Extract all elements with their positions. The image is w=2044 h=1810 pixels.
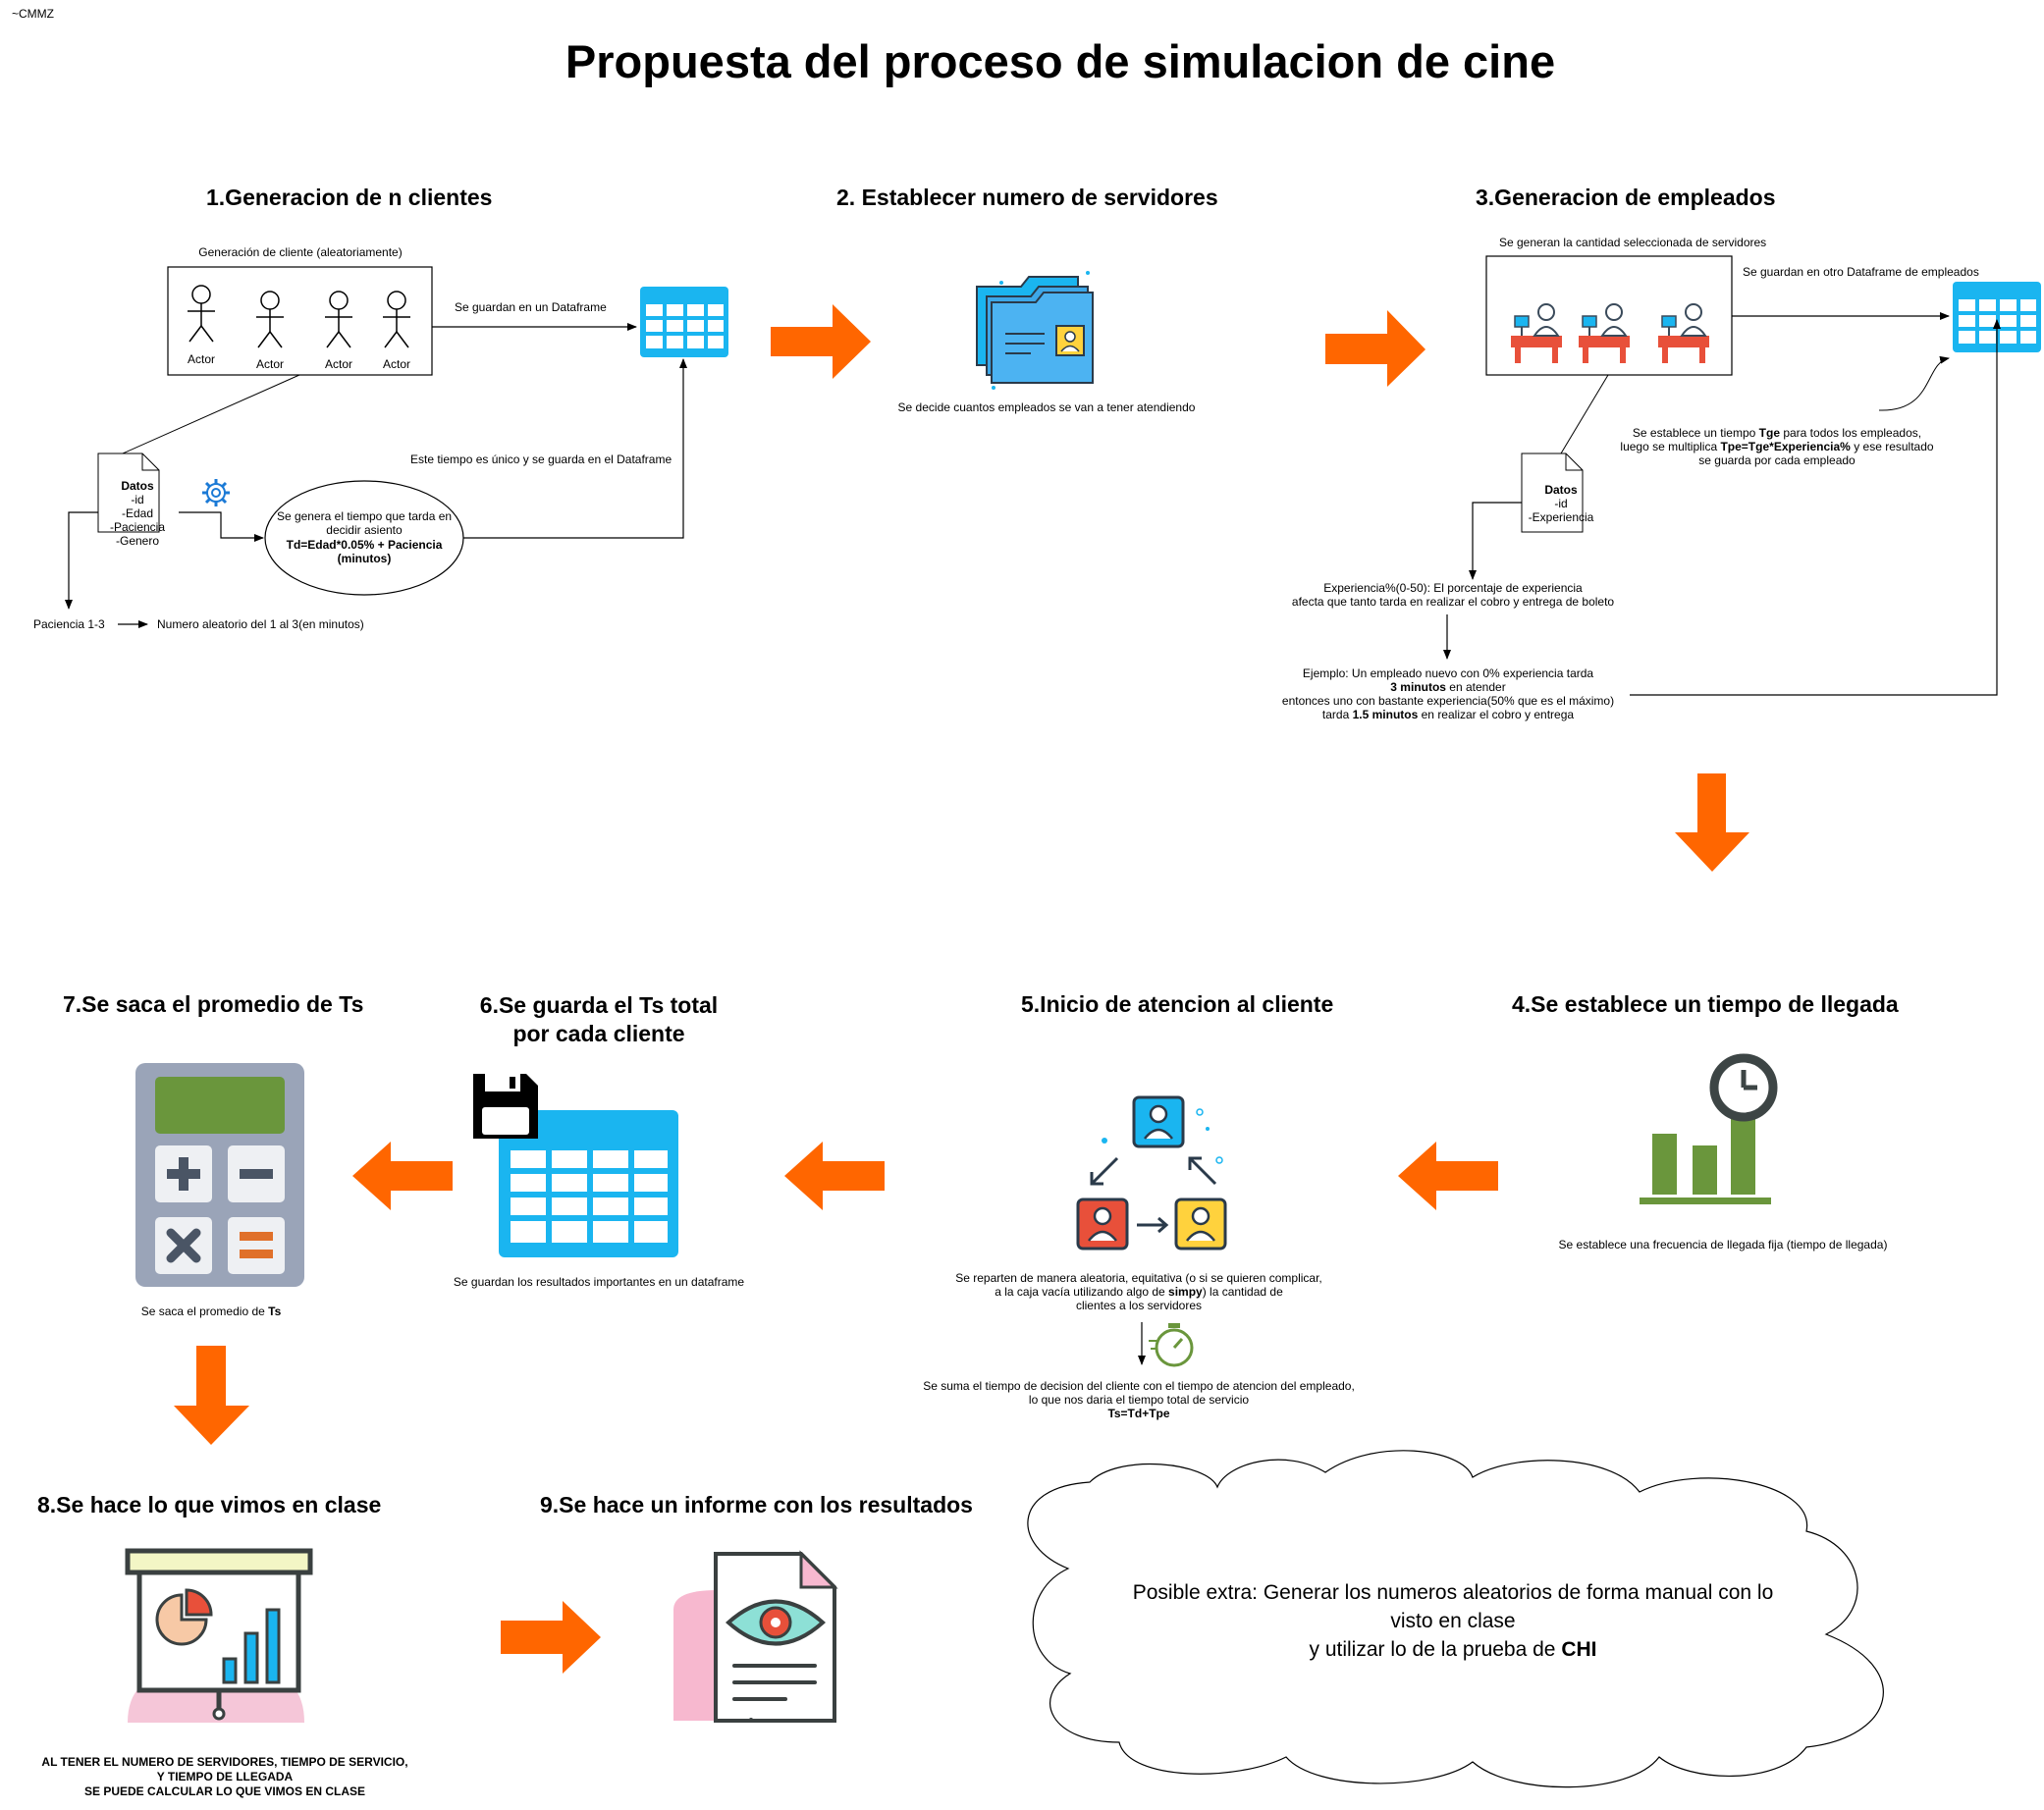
ellipse-text: Se genera el tiempo que tarda en decidir… <box>276 509 453 537</box>
client-assignment-icon <box>1076 1095 1227 1251</box>
step9-heading: 9.Se hace un informe con los resultados <box>540 1492 973 1517</box>
ellipse-formula: Td=Edad*0.05% + Paciencia (minutos) <box>286 538 443 565</box>
step5-ts-caption: Se suma el tiempo de decision del client… <box>923 1379 1355 1420</box>
datos-title-1: Datos <box>121 479 154 493</box>
experience-text: Experiencia%(0-50): El porcentaje de exp… <box>1291 581 1615 609</box>
actor-label-4: Actor <box>382 357 410 371</box>
save-table-icon <box>473 1074 678 1257</box>
step6-heading: 6.Se guarda el Ts total por cada cliente <box>479 992 719 1046</box>
orange-arrows <box>174 304 1749 1674</box>
time-note: Este tiempo es único y se guarda en el D… <box>410 452 672 466</box>
folders-icon <box>976 271 1094 390</box>
page-title: Propuesta del proceso de simulacion de c… <box>565 35 1556 87</box>
presentation-board-icon <box>125 1548 313 1723</box>
arrival-chart-icon <box>1640 1053 1778 1204</box>
step8-heading: 8.Se hace lo que vimos en clase <box>37 1492 382 1517</box>
actor-label-2: Actor <box>255 357 284 371</box>
step1-box-label: Generación de cliente (aleatoriamente) <box>198 245 403 259</box>
step4-heading: 4.Se establece un tiempo de llegada <box>1512 991 1899 1017</box>
step7-heading: 7.Se saca el promedio de Ts <box>63 991 364 1017</box>
datos-title-2: Datos <box>1544 483 1578 497</box>
datos-fields-2: -id -Experiencia <box>1528 497 1594 524</box>
extra-cloud-shape <box>1027 1450 1884 1788</box>
step2-caption: Se decide cuantos empleados se van a ten… <box>897 400 1196 414</box>
cloud-text: Posible extra: Generar los numeros aleat… <box>1132 1581 1774 1661</box>
tge-note: Se establece un tiempo Tge para todos lo… <box>1620 426 1934 467</box>
actor-label-3: Actor <box>324 357 352 371</box>
author-tag: ~CMMZ <box>12 7 54 21</box>
step3-box-label: Se generan la cantidad seleccionada de s… <box>1499 236 1767 249</box>
step7-caption: Se saca el promedio de Ts <box>140 1304 282 1318</box>
step3-arrow-label: Se guardan en otro Dataframe de empleado… <box>1743 265 1979 279</box>
gear-icon <box>202 479 230 506</box>
step1-arrow-label: Se guardan en un Dataframe <box>455 300 607 314</box>
report-eye-icon <box>673 1550 838 1723</box>
clients-box <box>167 266 433 376</box>
dataframe-table-icon-1 <box>640 287 728 357</box>
actor-label-1: Actor <box>187 352 215 366</box>
step1-heading: 1.Generacion de n clientes <box>206 185 493 210</box>
calculator-icon <box>135 1063 304 1287</box>
paciencia-label: Paciencia 1-3 <box>33 617 105 631</box>
step5-heading: 5.Inicio de atencion al cliente <box>1021 991 1334 1017</box>
datos-fields-1: -id -Edad -Paciencia -Genero <box>109 493 166 548</box>
step5-assign-caption: Se reparten de manera aleatoria, equitat… <box>955 1271 1322 1312</box>
step8-caption: AL TENER EL NUMERO DE SERVIDORES, TIEMPO… <box>41 1755 408 1798</box>
step3-heading: 3.Generacion de empleados <box>1476 185 1776 210</box>
step2-heading: 2. Establecer numero de servidores <box>836 185 1218 210</box>
experience-example: Ejemplo: Un empleado nuevo con 0% experi… <box>1281 666 1615 721</box>
step6-caption: Se guardan los resultados importantes en… <box>453 1275 745 1289</box>
stopwatch-icon <box>1149 1323 1194 1367</box>
step4-caption: Se establece una frecuencia de llegada f… <box>1558 1238 1888 1251</box>
paciencia-desc: Numero aleatorio del 1 al 3(en minutos) <box>157 617 364 631</box>
